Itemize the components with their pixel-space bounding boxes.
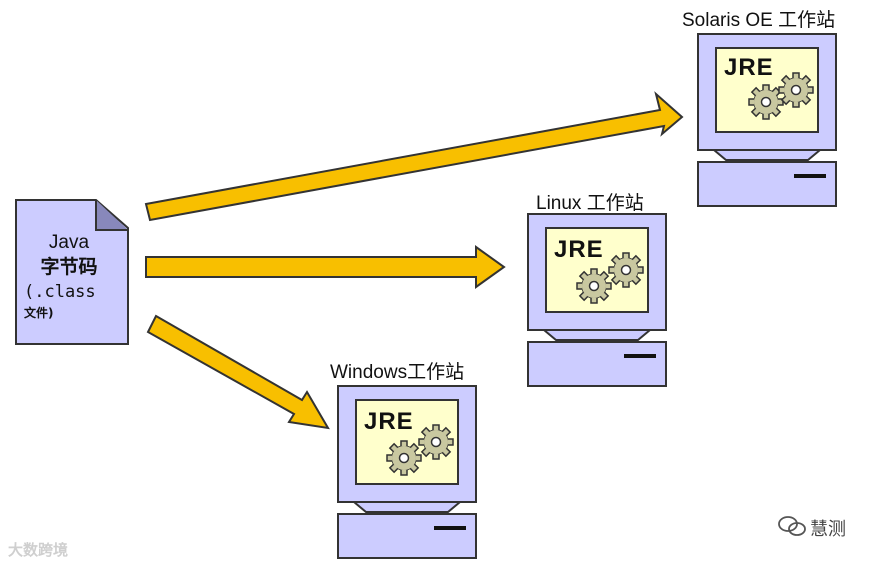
wechat-icon xyxy=(778,516,806,536)
linux-computer xyxy=(527,213,667,387)
watermark-left: 大数跨境 xyxy=(8,541,69,559)
arrow-to-windows xyxy=(146,314,330,430)
linux-jre-label: JRE xyxy=(554,236,604,263)
windows-computer xyxy=(337,385,477,559)
windows-label: Windows工作站 xyxy=(330,362,465,383)
arrow-to-solaris xyxy=(144,91,684,222)
arrows xyxy=(144,91,684,430)
solaris-computer xyxy=(697,33,837,207)
linux-label: Linux 工作站 xyxy=(536,193,644,214)
solaris-label: Solaris OE 工作站 xyxy=(682,10,836,31)
class-file-line1: Java xyxy=(48,232,90,253)
watermark-right: 慧测 xyxy=(810,519,846,540)
class-file-label: Java 字节码 (.class 文件) xyxy=(14,232,124,321)
class-file-line2: 字节码 xyxy=(40,256,98,278)
solaris-jre-label: JRE xyxy=(724,54,774,81)
class-file-document xyxy=(15,199,129,345)
class-file-line3: (.class xyxy=(24,282,96,302)
windows-jre-label: JRE xyxy=(364,408,414,435)
class-file-line4: 文件) xyxy=(24,306,54,320)
arrow-to-linux xyxy=(145,245,506,289)
